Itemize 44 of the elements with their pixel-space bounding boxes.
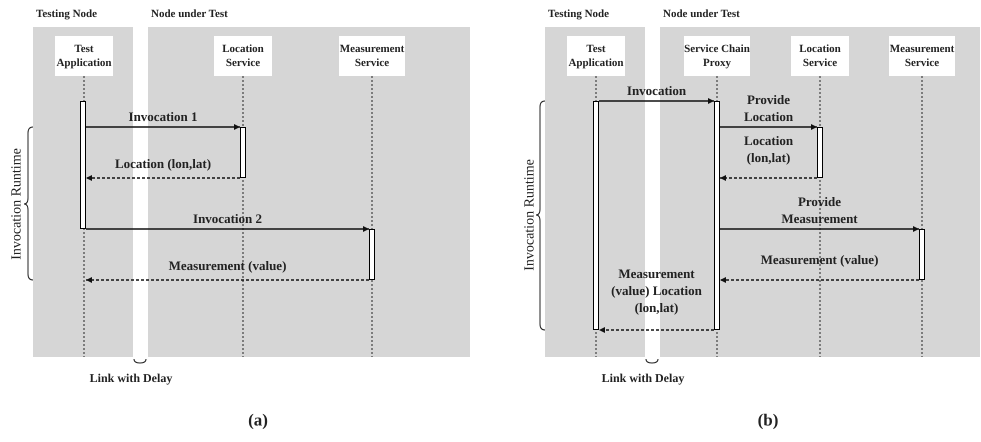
message-arrow [599, 98, 714, 104]
brace-label: Invocation Runtime [522, 159, 538, 271]
activation-bar [80, 101, 86, 229]
panel-heading: Testing Node [548, 7, 610, 22]
message-arrow [86, 124, 240, 130]
edge-label: Measurement (value) Location (lon,lat) [610, 265, 703, 316]
participant-box: Test Application [567, 36, 625, 76]
message-arrow [86, 226, 369, 232]
panel-heading: Testing Node [36, 7, 98, 22]
message-arrow [86, 175, 240, 181]
panel-heading: Node under Test [151, 7, 228, 22]
edge-label: Measurement (value) [168, 257, 286, 274]
activation-bar [369, 229, 375, 280]
caption-label: (a) [248, 409, 268, 432]
activation-bar [593, 101, 599, 330]
caption-label: (b) [758, 409, 778, 432]
caption-label: Link with Delay [602, 370, 684, 387]
activation-bar [240, 127, 246, 178]
activation-bar [919, 229, 925, 280]
brace-label: Invocation Runtime [8, 148, 26, 260]
participant-box: Measurement Service [339, 36, 405, 76]
activation-bar [817, 127, 823, 178]
caption-label: Link with Delay [90, 370, 172, 387]
edge-label: Invocation 1 [128, 108, 198, 125]
edge-label: Invocation [626, 82, 686, 99]
participant-box: Service Chain Proxy [684, 36, 750, 76]
edge-label: Location (lon,lat) [114, 155, 212, 172]
message-arrow [86, 277, 369, 283]
message-arrow [599, 327, 714, 333]
edge-label: Location (lon,lat) [742, 132, 794, 166]
participant-box: Measurement Service [889, 36, 955, 76]
message-arrow [720, 124, 817, 130]
participant-box: Test Application [55, 36, 113, 76]
edge-label: Invocation 2 [193, 210, 262, 227]
participant-box: Location Service [214, 36, 272, 76]
edge-label: Provide Location [742, 91, 794, 125]
edge-label: Measurement (value) [760, 251, 880, 268]
activation-bar [714, 101, 720, 330]
participant-box: Location Service [791, 36, 849, 76]
message-arrow [720, 175, 817, 181]
message-arrow [720, 277, 919, 283]
panel-heading: Node under Test [663, 7, 740, 22]
message-arrow [720, 226, 919, 232]
edge-label: Provide Measurement [780, 193, 859, 227]
